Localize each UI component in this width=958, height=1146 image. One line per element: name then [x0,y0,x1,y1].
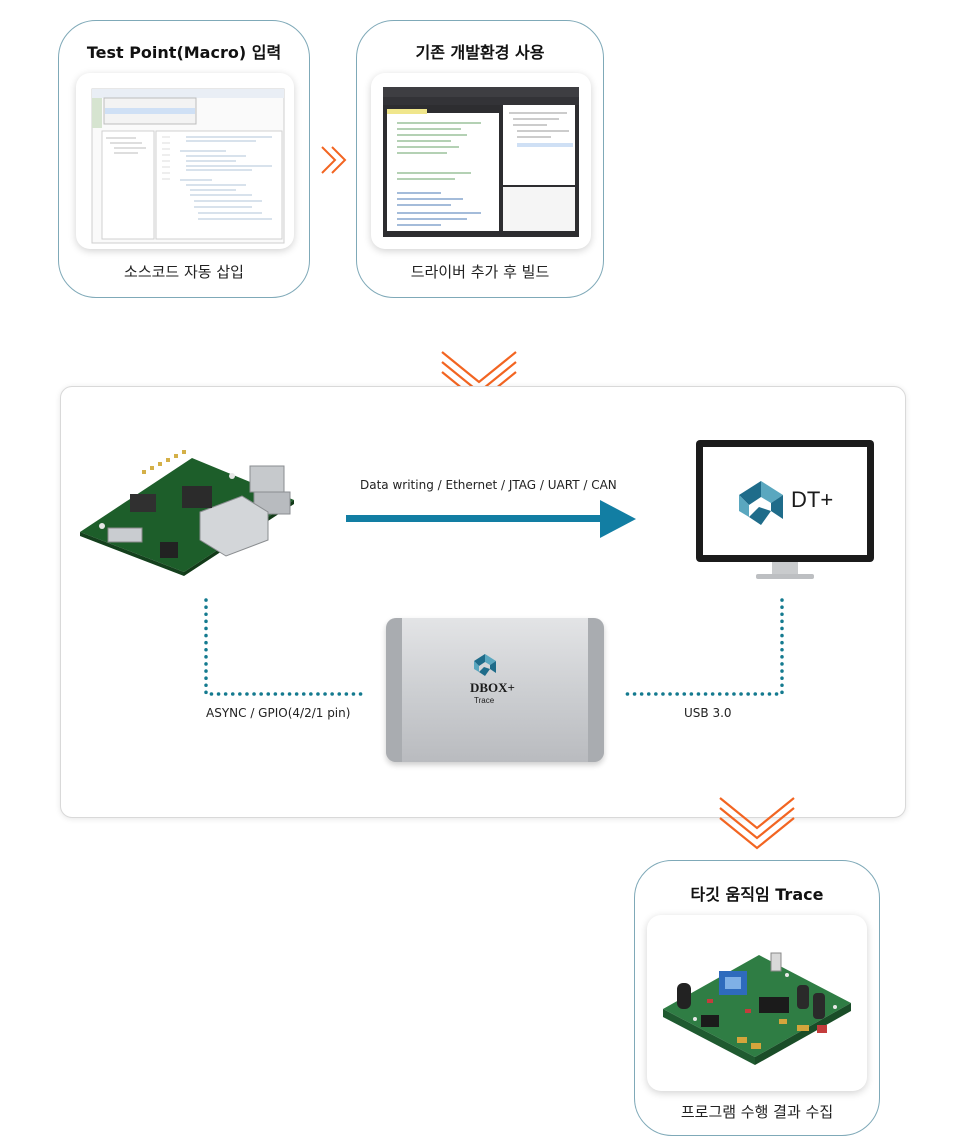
step-card-trace: 타깃 움직임 Trace 프로그램 [634,860,880,1136]
data-link-label: Data writing / Ethernet / JTAG / UART / … [360,478,617,492]
left-link-label: ASYNC / GPIO(4/2/1 pin) [206,706,351,720]
step-card-dev-env: 기존 개발환경 사용 [356,20,604,298]
monitor-stand [756,574,814,579]
target-board-image [80,450,294,576]
dbox-trace-device: DBOX+ Trace [386,618,604,762]
left-connection-line [204,598,364,696]
step-caption: 프로그램 수행 결과 수집 [680,1103,834,1121]
device-end-cap-left [386,618,402,762]
monitor-neck [772,562,798,574]
down-chevron-icon [719,797,795,850]
step-title: 타깃 움직임 Trace [690,885,824,904]
dbox-logo-icon [474,654,496,676]
ide-screenshot-graphic [91,88,285,244]
monitor: DT+ [696,440,874,562]
monitor-screen: DT+ [703,447,867,555]
pcb-graphic [663,952,851,1065]
step-caption: 소스코드 자동 삽입 [124,263,244,281]
next-chevron-icon [321,146,347,174]
right-link-label: USB 3.0 [684,706,732,720]
monitor-logo-text: DT+ [791,487,834,512]
ide-screenshot [76,73,294,249]
step-card-test-point: Test Point(Macro) 입력 [58,20,310,298]
step-title: 기존 개발환경 사용 [415,43,545,62]
step-caption: 드라이버 추가 후 빌드 [410,263,550,281]
data-flow-arrow [346,500,636,538]
device-end-cap-right [588,618,604,762]
right-connection-line [624,598,784,696]
dbox-sub-text: Trace [474,696,495,705]
pcb-image-frame [647,915,867,1091]
visual-studio-graphic [383,87,579,237]
dt-logo-icon [739,481,783,525]
dbox-brand-text: DBOX+ [470,680,515,695]
visual-studio-screenshot [371,73,591,249]
step-title: Test Point(Macro) 입력 [86,43,282,62]
